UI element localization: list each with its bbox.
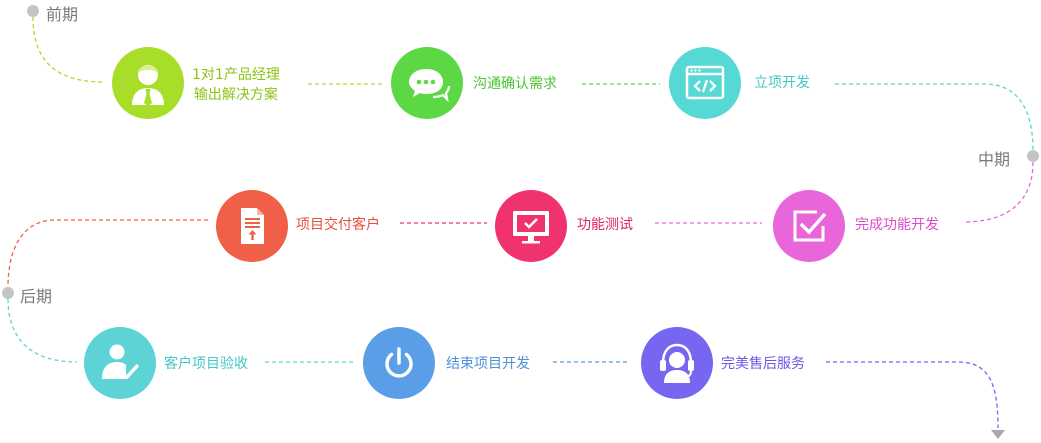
step-pm-label-line2: 输出解决方案 <box>193 87 278 103</box>
step-setup-label: 立项开发 <box>754 75 810 91</box>
step-acceptance-circle <box>84 327 156 399</box>
connector-start-to-pm <box>32 16 104 83</box>
document-icon <box>241 208 264 244</box>
step-complete-label: 完成功能开发 <box>855 217 939 233</box>
phase-label-late: 后期 <box>20 287 53 306</box>
step-aftersales-label: 完美售后服务 <box>721 356 805 372</box>
phase-label-early: 前期 <box>46 5 79 24</box>
step-setup-circle <box>669 47 741 119</box>
connector-late-to-acceptance <box>7 298 78 363</box>
connector-middle-to-complete <box>962 161 1034 223</box>
connector-aftersales-to-end <box>826 361 999 429</box>
phase-dot-early <box>27 5 39 17</box>
monitor-check-icon <box>513 211 549 244</box>
step-complete-circle <box>773 190 845 262</box>
step-pm-label-line1: 1对1产品经理 <box>192 67 280 83</box>
power-icon <box>385 347 413 378</box>
connector-delivery-to-late <box>7 219 208 288</box>
step-finish-label: 结束项目开发 <box>446 356 530 372</box>
user-check-icon <box>102 344 140 380</box>
step-communicate-circle <box>391 47 463 119</box>
step-pm-label: 1对1产品经理 输出解决方案 <box>192 65 280 105</box>
step-aftersales-circle <box>641 327 713 399</box>
manager-icon <box>132 65 164 106</box>
connector-setup-to-middle <box>835 83 1034 151</box>
chat-bubble-icon <box>409 69 451 103</box>
headset-icon <box>660 343 694 383</box>
phase-dot-middle <box>1027 150 1039 162</box>
step-finish-circle <box>363 327 435 399</box>
step-delivery-label: 项目交付客户 <box>296 217 380 233</box>
code-window-icon <box>685 65 725 100</box>
step-delivery-circle <box>216 190 288 262</box>
checkbox-icon <box>793 210 827 242</box>
phase-label-middle: 中期 <box>978 150 1011 169</box>
step-testing-label: 功能测试 <box>577 217 633 233</box>
step-testing-circle <box>495 190 567 262</box>
step-pm-circle <box>112 47 184 119</box>
step-communicate-label: 沟通确认需求 <box>473 76 557 92</box>
arrow-down-icon <box>991 430 1005 439</box>
step-acceptance-label: 客户项目验收 <box>164 356 248 372</box>
phase-dot-late <box>2 287 14 299</box>
